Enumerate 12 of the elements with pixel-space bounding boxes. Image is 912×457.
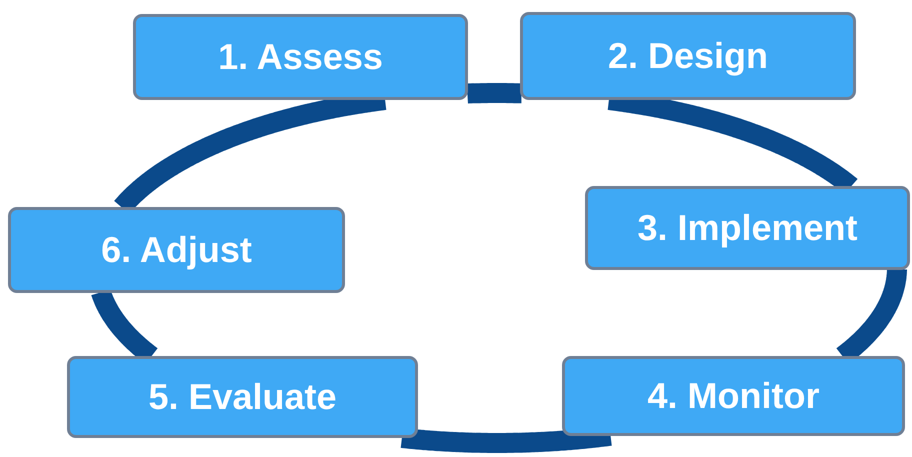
step-label: 3. Implement — [637, 207, 858, 249]
step-label: 6. Adjust — [101, 229, 252, 271]
step-box — [133, 14, 468, 100]
step-box — [585, 186, 910, 270]
step-label: 1. Assess — [218, 36, 383, 78]
step-label: 4. Monitor — [648, 375, 820, 417]
step-label: 2. Design — [608, 35, 768, 77]
step-label: 5. Evaluate — [148, 376, 337, 418]
step-box — [520, 12, 856, 100]
step-box — [562, 356, 905, 436]
step-box — [8, 207, 345, 293]
step-box — [67, 356, 418, 438]
